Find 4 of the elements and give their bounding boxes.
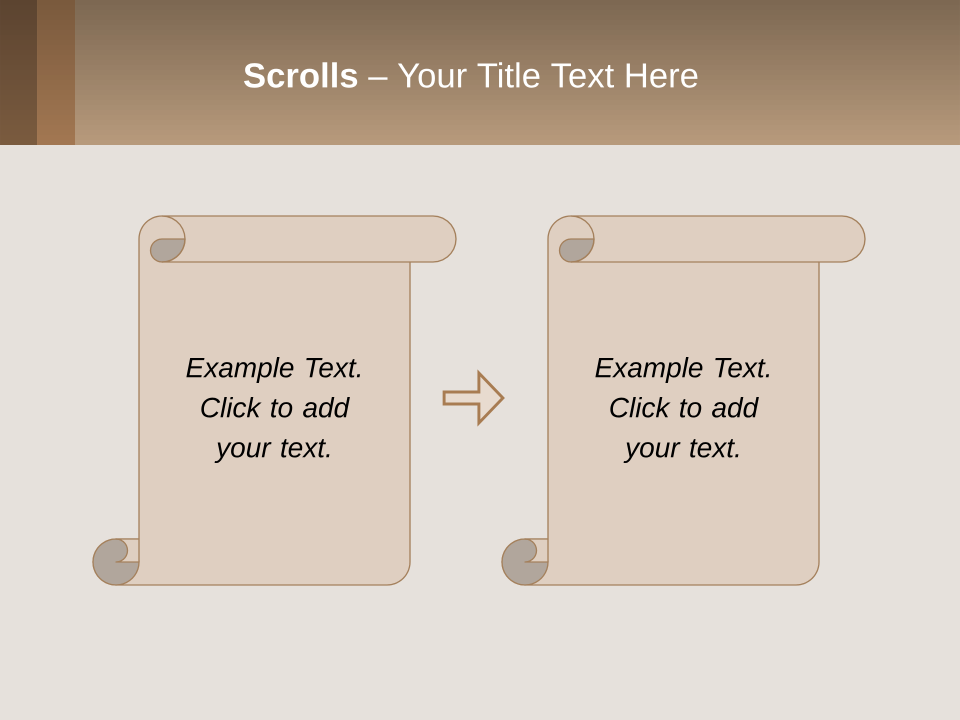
scroll: Example Text. Click to add your text. xyxy=(501,215,866,586)
block-arrow xyxy=(442,369,505,427)
title: Scrolls – Your Title Text Here xyxy=(244,62,698,88)
scroll: Example Text. Click to add your text. xyxy=(92,215,457,586)
